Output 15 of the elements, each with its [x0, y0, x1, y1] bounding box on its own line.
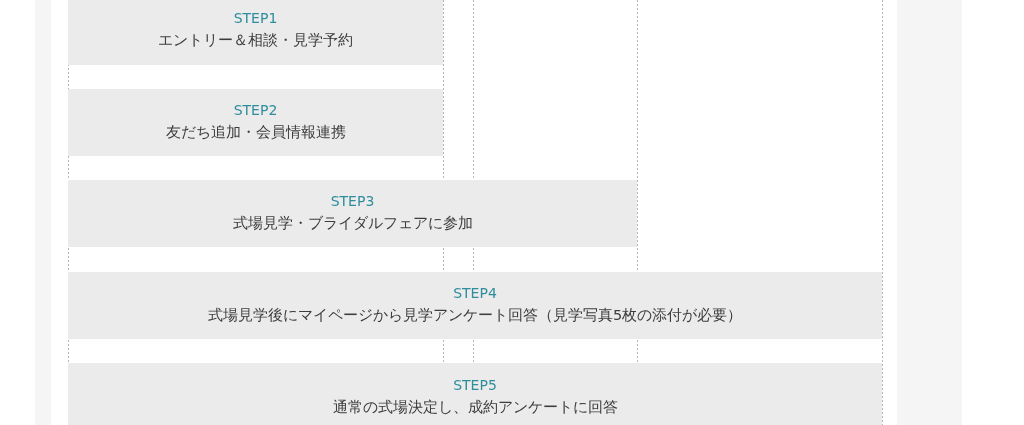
step-description: 通常の式場決定し、成約アンケートに回答: [332, 398, 618, 417]
step-number: STEP2: [233, 101, 278, 120]
step-bar: [68, 272, 882, 339]
step-bar: [68, 363, 882, 425]
step-description: 式場見学・ブライダルフェアに参加: [232, 214, 473, 233]
step-number: STEP3: [330, 192, 375, 211]
step-description: 式場見学後にマイページから見学アンケート回答（見学写真5枚の添付が必要）: [207, 306, 743, 325]
step-bar: [68, 0, 443, 65]
step-description: エントリー＆相談・見学予約: [158, 31, 353, 50]
step-number: STEP1: [233, 9, 278, 28]
step-bar: [68, 89, 443, 156]
step-bar: [68, 180, 637, 247]
step-number: STEP5: [453, 376, 497, 395]
step-description: 友だち追加・会員情報連携: [165, 123, 346, 142]
step-number: STEP4: [453, 284, 497, 303]
